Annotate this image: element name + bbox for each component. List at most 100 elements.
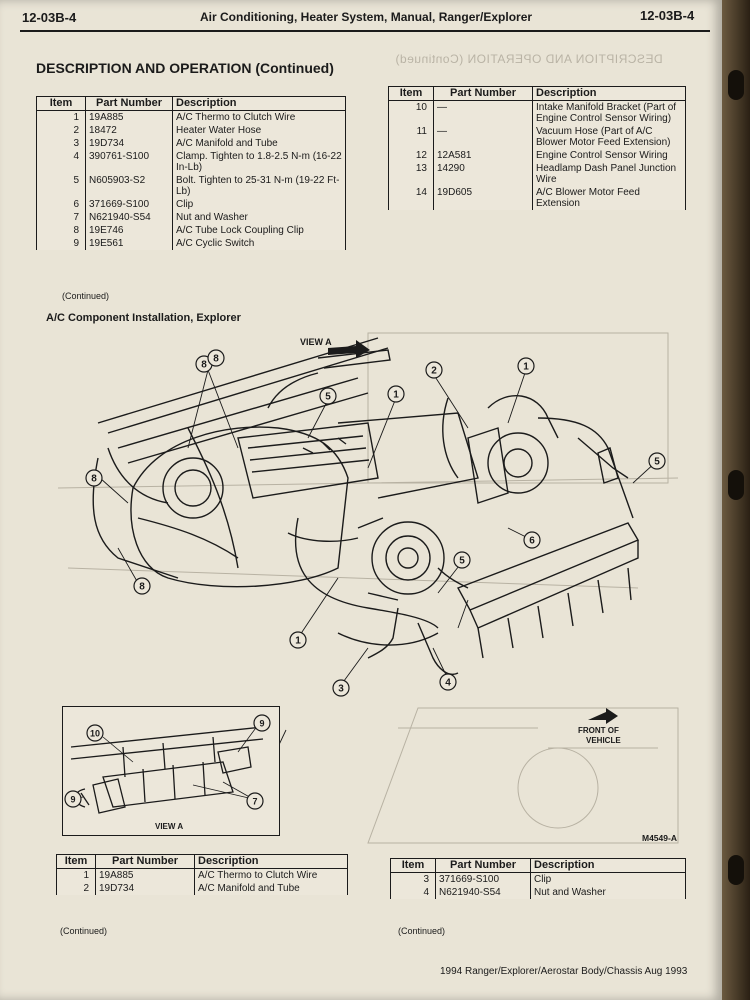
col-part-number: Part Number bbox=[435, 858, 531, 873]
description-cell: A/C Thermo to Clutch Wire bbox=[172, 110, 346, 124]
callout-circle bbox=[425, 361, 443, 379]
description-cell: Clip bbox=[530, 872, 686, 886]
part-number-cell: N605903-S2 bbox=[85, 174, 173, 198]
item-cell: 1 bbox=[56, 868, 96, 882]
callout-number: 6 bbox=[529, 536, 535, 547]
callout-circle bbox=[648, 452, 666, 470]
description-cell: Intake Manifold Bracket (Part of Engine … bbox=[532, 100, 686, 125]
continued-note: (Continued) bbox=[398, 926, 446, 936]
manual-page: 12-03B-4 Air Conditioning, Heater System… bbox=[0, 0, 722, 1000]
description-cell: A/C Tube Lock Coupling Clip bbox=[172, 224, 346, 237]
item-cell: 4 bbox=[36, 150, 86, 174]
bleed-through-title: DESCRIPTION AND OPERATION (Continued) bbox=[395, 52, 663, 66]
continued-note: (Continued) bbox=[62, 291, 110, 301]
col-item: Item bbox=[36, 96, 86, 111]
part-number-cell: N621940-S54 bbox=[85, 211, 173, 224]
callout-number: 8 bbox=[201, 360, 207, 371]
description-cell: A/C Manifold and Tube bbox=[194, 882, 348, 895]
parts-table-top-right: Item Part Number Description 10—Intake M… bbox=[388, 86, 686, 210]
col-item: Item bbox=[390, 858, 436, 873]
callout-circle bbox=[453, 551, 471, 569]
description-cell: Clip bbox=[172, 198, 346, 211]
callout-circle bbox=[517, 357, 535, 375]
description-cell: Engine Control Sensor Wiring bbox=[532, 149, 686, 162]
part-number-cell: 371669-S100 bbox=[435, 872, 531, 886]
callout-circle bbox=[523, 531, 541, 549]
description-cell: Heater Water Hose bbox=[172, 124, 346, 137]
page-code-left: 12-03B-4 bbox=[22, 10, 77, 25]
part-number-cell: 371669-S100 bbox=[85, 198, 173, 211]
binder-edge bbox=[722, 0, 750, 1000]
item-cell: 1 bbox=[36, 110, 86, 124]
callout-number: 7 bbox=[252, 797, 257, 807]
item-cell: 5 bbox=[36, 174, 86, 198]
callout-circle bbox=[319, 387, 337, 405]
figure-title: A/C Component Installation, Explorer bbox=[46, 312, 241, 324]
page-footer: 1994 Ranger/Explorer/Aerostar Body/Chass… bbox=[440, 966, 688, 977]
part-number-cell: 18472 bbox=[85, 124, 173, 137]
callout-circle bbox=[246, 792, 264, 810]
item-cell: 12 bbox=[388, 149, 434, 162]
part-number-cell: 19D734 bbox=[95, 882, 195, 895]
callout-number: 5 bbox=[325, 392, 331, 403]
part-number-cell: 19E561 bbox=[85, 237, 173, 250]
description-cell: A/C Blower Motor Feed Extension bbox=[532, 186, 686, 210]
item-cell: 6 bbox=[36, 198, 86, 211]
callout-number: 1 bbox=[295, 636, 301, 647]
col-description: Description bbox=[194, 854, 348, 869]
col-item: Item bbox=[388, 86, 434, 101]
part-number-cell: 14290 bbox=[433, 162, 533, 186]
part-number-cell: 19D605 bbox=[433, 186, 533, 210]
item-cell: 3 bbox=[36, 137, 86, 150]
inset-label: VIEW A bbox=[155, 822, 183, 831]
binder-hole bbox=[728, 470, 744, 500]
item-cell: 2 bbox=[56, 882, 96, 895]
description-cell: Nut and Washer bbox=[530, 886, 686, 899]
callout-circle bbox=[332, 679, 350, 697]
part-number-cell: 19A885 bbox=[95, 868, 195, 882]
callout-number: 1 bbox=[393, 390, 399, 401]
col-part-number: Part Number bbox=[95, 854, 195, 869]
description-cell: Vacuum Hose (Part of A/C Blower Motor Fe… bbox=[532, 125, 686, 149]
continued-note: (Continued) bbox=[60, 926, 108, 936]
callout-number: 10 bbox=[90, 729, 100, 739]
col-description: Description bbox=[172, 96, 346, 111]
col-item: Item bbox=[56, 854, 96, 869]
item-cell: 9 bbox=[36, 237, 86, 250]
item-cell: 2 bbox=[36, 124, 86, 137]
engine-line-art bbox=[92, 337, 640, 675]
callout-circle bbox=[207, 349, 225, 367]
description-cell: A/C Manifold and Tube bbox=[172, 137, 346, 150]
part-number-cell: — bbox=[433, 100, 533, 125]
callout-circle bbox=[133, 577, 151, 595]
description-cell: A/C Cyclic Switch bbox=[172, 237, 346, 250]
view-a-arrow: VIEW A bbox=[300, 337, 370, 358]
part-number-cell: 390761-S100 bbox=[85, 150, 173, 174]
callout-number: 5 bbox=[459, 556, 465, 567]
callout-number: 4 bbox=[445, 678, 451, 689]
part-number-cell: — bbox=[433, 125, 533, 149]
item-cell: 3 bbox=[390, 872, 436, 886]
binder-hole bbox=[728, 855, 744, 885]
part-number-cell: 19D734 bbox=[85, 137, 173, 150]
description-cell: Nut and Washer bbox=[172, 211, 346, 224]
